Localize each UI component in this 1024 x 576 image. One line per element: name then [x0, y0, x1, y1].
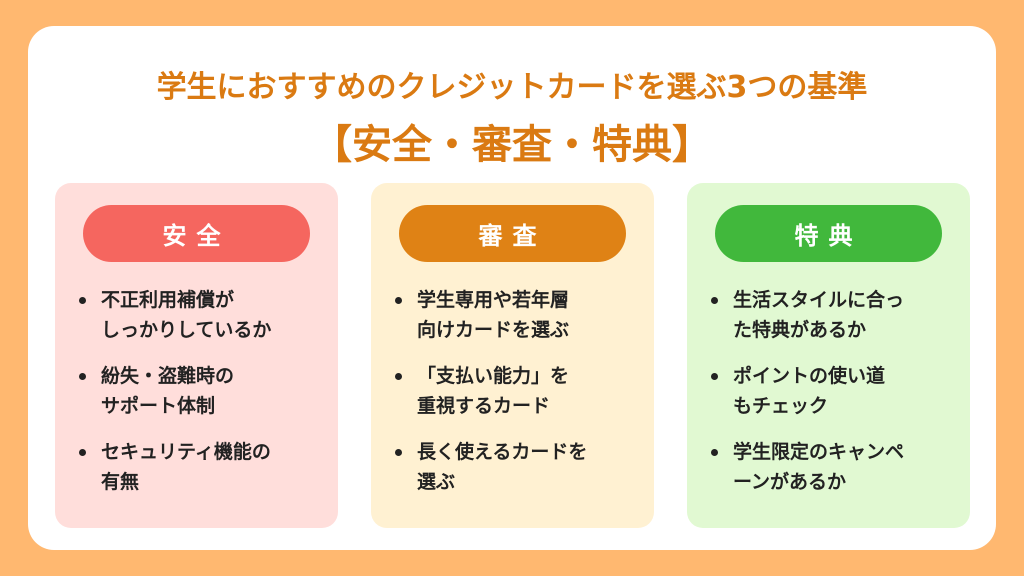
- title-line2: 【安全・審査・特典】: [312, 122, 712, 168]
- list-item: セキュリティ機能の 有無: [77, 437, 328, 497]
- list-item: 学生限定のキャンペ ーンがあるか: [709, 437, 960, 497]
- card-screening: 審査 学生専用や若年層 向けカードを選ぶ「支払い能力」を 重視するカード長く使え…: [371, 183, 654, 528]
- card-safety: 安全 不正利用補償が しっかりしているか紛失・盗難時の サポート体制セキュリティ…: [55, 183, 338, 528]
- card-label: 審査: [399, 205, 626, 262]
- list-item: 紛失・盗難時の サポート体制: [77, 361, 328, 421]
- list-item: 「支払い能力」を 重視するカード: [393, 361, 644, 421]
- list-item: 不正利用補償が しっかりしているか: [77, 285, 328, 345]
- list-item: ポイントの使い道 もチェック: [709, 361, 960, 421]
- card-label: 特典: [715, 205, 942, 262]
- list-item: 長く使えるカードを 選ぶ: [393, 437, 644, 497]
- card-benefits: 特典 生活スタイルに合っ た特典があるかポイントの使い道 もチェック学生限定のキ…: [687, 183, 970, 528]
- list-item: 学生専用や若年層 向けカードを選ぶ: [393, 285, 644, 345]
- list-item: 生活スタイルに合っ た特典があるか: [709, 285, 960, 345]
- title-line1: 学生におすすめのクレジットカードを選ぶ3つの基準: [156, 70, 868, 105]
- card-label: 安全: [83, 205, 310, 262]
